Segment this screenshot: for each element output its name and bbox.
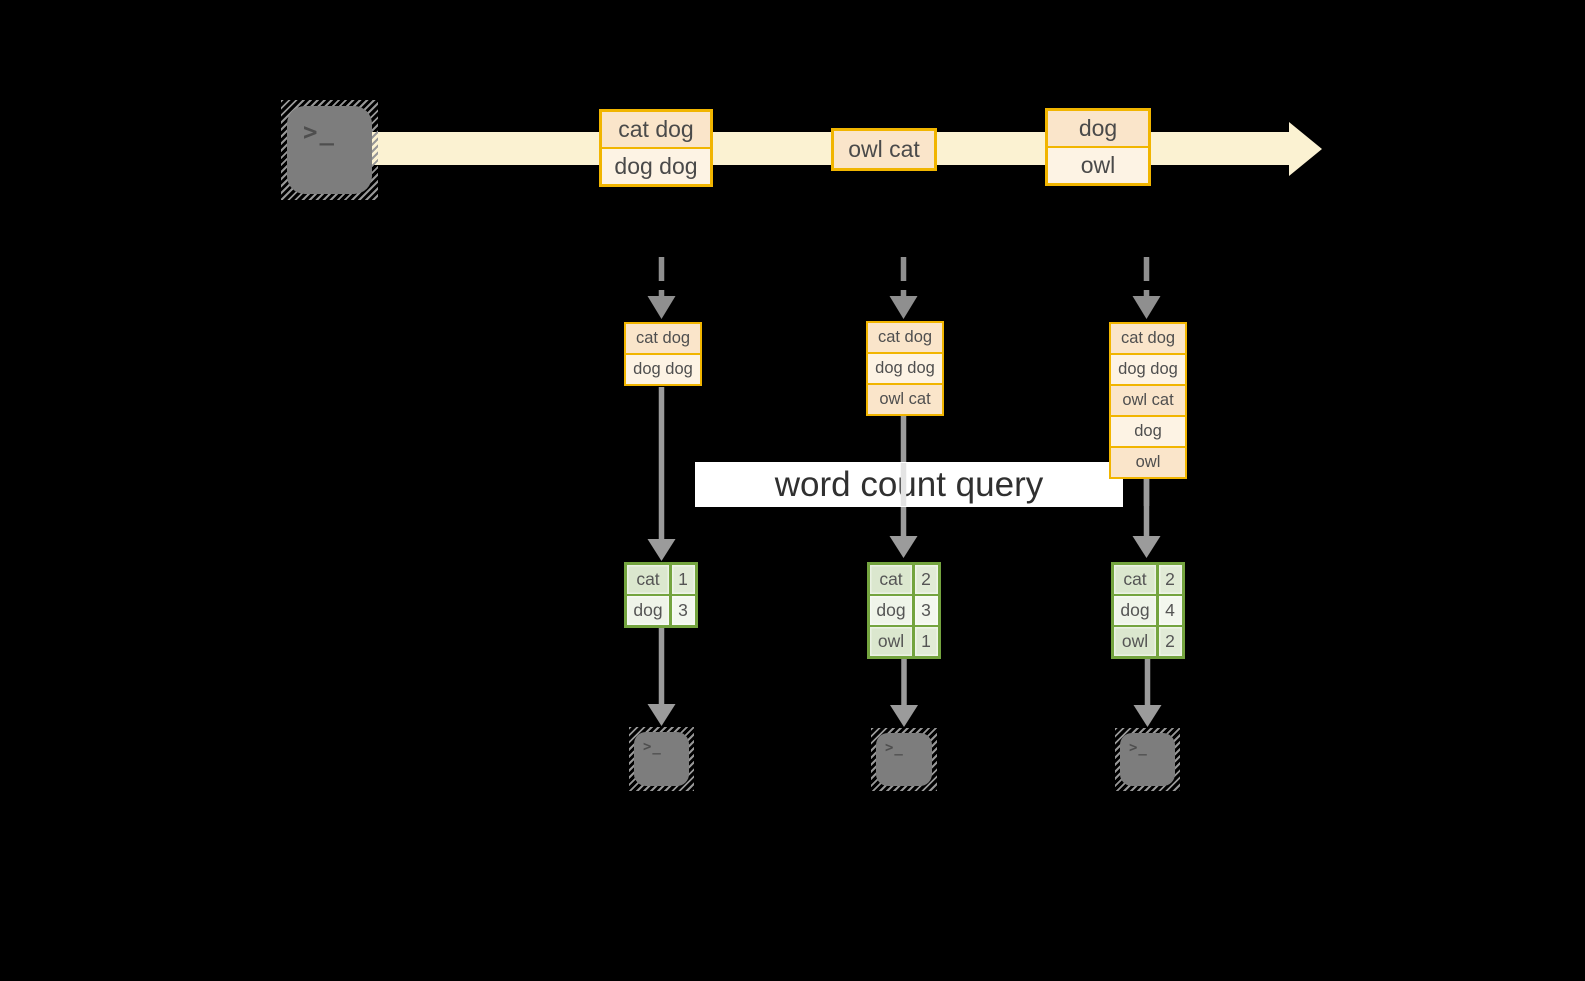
count-value: 2 <box>1158 627 1182 656</box>
word-count-query-band: word count query <box>695 462 1123 507</box>
stack-record: owl <box>1111 446 1185 477</box>
word-count-query-label: word count query <box>774 465 1044 504</box>
stream-event-record: owl <box>1048 146 1148 183</box>
count-word: cat <box>627 565 669 594</box>
sink-arrow-1 <box>647 628 676 726</box>
count-value: 2 <box>914 565 938 594</box>
stack-record: dog dog <box>868 352 942 383</box>
count-word: cat <box>870 565 912 594</box>
count-word: dog <box>1114 596 1156 625</box>
sink-terminal-screen: >_ <box>876 733 932 786</box>
terminal-prompt-glyph: >_ <box>885 740 904 756</box>
dashed-arrow-1 <box>647 257 676 319</box>
count-word: owl <box>870 627 912 656</box>
source-terminal-screen: >_ <box>287 106 372 194</box>
stream-event-record: owl cat <box>834 131 934 168</box>
sink-terminal-icon-1: >_ <box>629 727 694 791</box>
stack-record: owl cat <box>1111 384 1185 415</box>
stack-record: cat dog <box>868 323 942 352</box>
sink-arrow-3 <box>1133 658 1162 727</box>
count-value: 1 <box>671 565 695 594</box>
count-table-3: cat 2 dog 4 owl 2 <box>1111 562 1185 659</box>
count-value: 3 <box>914 596 938 625</box>
stack-record: dog dog <box>1111 353 1185 384</box>
dashed-arrow-2 <box>889 257 918 319</box>
stream-event-box-2: owl cat <box>831 128 937 171</box>
record-stack-3: cat dog dog dog owl cat dog owl <box>1109 322 1187 479</box>
count-word: dog <box>627 596 669 625</box>
sink-terminal-screen: >_ <box>1120 733 1175 786</box>
stream-event-box-3: dog owl <box>1045 108 1151 186</box>
stack-record: owl cat <box>868 383 942 414</box>
stack-record: cat dog <box>626 324 700 353</box>
count-word: dog <box>870 596 912 625</box>
query-arrow-1 <box>647 387 676 561</box>
stream-event-record: dog <box>1048 111 1148 146</box>
sink-terminal-icon-2: >_ <box>871 728 937 791</box>
terminal-prompt-glyph: >_ <box>643 739 662 755</box>
stream-event-record: dog dog <box>602 147 710 184</box>
stream-arrow-head <box>1289 122 1322 176</box>
count-value: 2 <box>1158 565 1182 594</box>
count-value: 4 <box>1158 596 1182 625</box>
sink-terminal-screen: >_ <box>634 732 689 786</box>
count-value: 1 <box>914 627 938 656</box>
stream-event-record: cat dog <box>602 112 710 147</box>
terminal-prompt-glyph: >_ <box>303 118 336 146</box>
terminal-prompt-glyph: >_ <box>1129 740 1148 756</box>
stack-record: cat dog <box>1111 324 1185 353</box>
sink-terminal-icon-3: >_ <box>1115 728 1180 791</box>
record-stack-2: cat dog dog dog owl cat <box>866 321 944 416</box>
count-word: owl <box>1114 627 1156 656</box>
stack-record: dog <box>1111 415 1185 446</box>
record-stack-1: cat dog dog dog <box>624 322 702 386</box>
count-value: 3 <box>671 596 695 625</box>
count-table-1: cat 1 dog 3 <box>624 562 698 628</box>
stream-event-box-1: cat dog dog dog <box>599 109 713 187</box>
dashed-arrow-3 <box>1132 257 1161 319</box>
source-terminal-icon: >_ <box>281 100 378 200</box>
stack-record: dog dog <box>626 353 700 384</box>
count-word: cat <box>1114 565 1156 594</box>
sink-arrow-2 <box>890 658 918 727</box>
count-table-2: cat 2 dog 3 owl 1 <box>867 562 941 659</box>
